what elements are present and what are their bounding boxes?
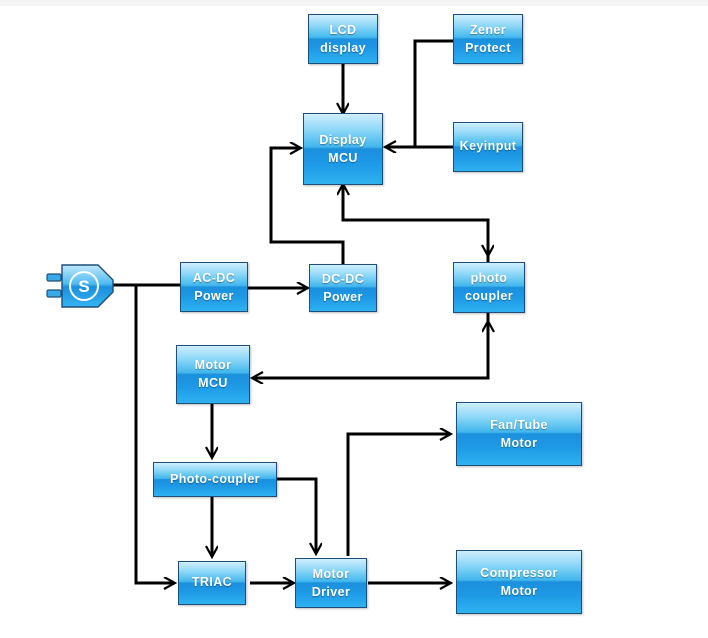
fan-tube-motor-line2: Motor <box>500 435 538 450</box>
triac-line1: TRIAC <box>191 575 233 589</box>
block-fan-tube-motor[interactable]: Fan/Tube Motor <box>456 402 582 466</box>
block-display-mcu[interactable]: Display MCU <box>303 113 383 185</box>
wire-motordriver-to-fantube <box>346 434 450 556</box>
motor-mcu-line1: Motor <box>194 358 232 372</box>
display-mcu-line2: MCU <box>328 150 358 165</box>
display-mcu-line1: Display <box>319 132 367 147</box>
power-plug-icon: S <box>46 264 114 308</box>
block-compressor-motor[interactable]: Compressor Motor <box>456 550 582 614</box>
top-edge-strip <box>0 0 708 6</box>
block-triac[interactable]: TRIAC <box>178 561 246 605</box>
block-lcd-display[interactable]: LCD display <box>308 14 378 64</box>
lcd-display-line1: LCD <box>329 22 357 37</box>
motor-mcu-line2: MCU <box>198 376 228 390</box>
wire-zener-to-mcu <box>413 39 453 147</box>
keyinput-line1: Keyinput <box>459 139 517 153</box>
zener-protect-line1: Zener <box>469 22 507 37</box>
dc-dc-power-line1: DC-DC <box>321 271 365 286</box>
wire-photocoupler-to-motordriver <box>277 477 316 553</box>
dc-dc-power-line2: Power <box>323 289 363 304</box>
wire-photocoupler-to-motormcu <box>253 313 490 378</box>
block-zener-protect[interactable]: Zener Protect <box>453 14 523 64</box>
wire-dcdc-to-mcu <box>269 148 345 264</box>
motor-driver-line1: Motor <box>312 566 350 581</box>
wire-mcu-to-photocoupler <box>343 185 490 264</box>
motor-driver-line2: Driver <box>311 584 351 599</box>
block-motor-driver[interactable]: Motor Driver <box>295 558 367 608</box>
block-photo-coupler-low[interactable]: Photo-coupler <box>153 462 277 497</box>
photo-coupler-high-line2: coupler <box>465 289 513 303</box>
photo-coupler-high-line1: photo <box>470 271 508 285</box>
block-dc-dc-power[interactable]: DC-DC Power <box>309 264 377 312</box>
block-ac-dc-power[interactable]: AC-DC Power <box>180 262 248 312</box>
photo-coupler-low-line1: Photo-coupler <box>170 471 260 486</box>
block-keyinput[interactable]: Keyinput <box>453 122 523 172</box>
ac-dc-power-line1: AC-DC <box>192 270 236 285</box>
fan-tube-motor-line1: Fan/Tube <box>490 417 548 432</box>
wire-power-to-triac <box>134 285 174 583</box>
compressor-motor-line1: Compressor <box>480 565 558 580</box>
zener-protect-line2: Protect <box>465 40 511 55</box>
block-photo-coupler-high[interactable]: photo coupler <box>453 262 525 313</box>
power-plug-glyph: S <box>78 277 89 296</box>
block-motor-mcu[interactable]: Motor MCU <box>176 345 250 404</box>
compressor-motor-line2: Motor <box>500 583 538 598</box>
lcd-display-line2: display <box>320 40 366 55</box>
ac-dc-power-line2: Power <box>194 288 234 303</box>
